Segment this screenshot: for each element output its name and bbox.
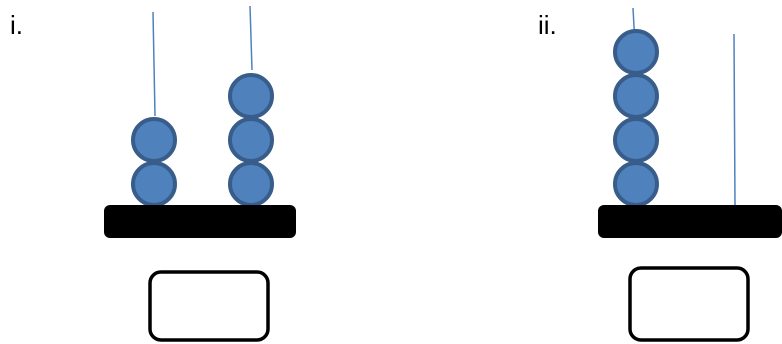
abacus-label-i: i. <box>10 10 23 40</box>
bead <box>228 117 274 163</box>
beads-i-ones <box>228 73 274 207</box>
rod-ii-ones <box>733 33 736 207</box>
beads-i-tens <box>131 117 177 207</box>
bead <box>131 117 177 163</box>
abacus-base-i <box>104 205 296 238</box>
rod-i-ones <box>249 5 253 71</box>
abacus-label-ii: ii. <box>538 10 557 40</box>
abacus-base-ii <box>598 205 782 238</box>
abacus-i: i. <box>10 5 296 342</box>
bead <box>613 117 659 163</box>
rod-i-tens <box>152 11 156 117</box>
abacus-ii: ii. <box>538 7 782 342</box>
answer-box-i[interactable] <box>148 270 270 342</box>
beads-ii-tens <box>613 29 659 207</box>
bead <box>228 73 274 119</box>
answer-box-ii[interactable] <box>628 266 750 342</box>
bead <box>613 29 659 75</box>
bead <box>228 161 274 207</box>
bead <box>613 161 659 207</box>
bead <box>131 161 177 207</box>
bead <box>613 73 659 119</box>
